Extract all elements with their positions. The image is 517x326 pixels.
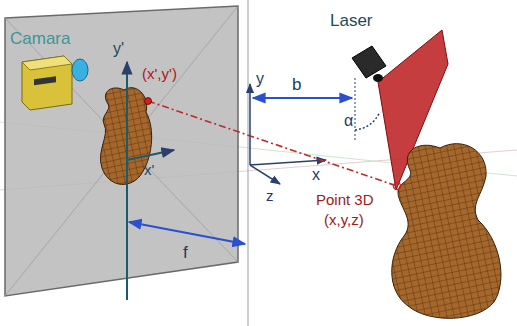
image-plane bbox=[5, 6, 238, 296]
plane-diagonal bbox=[5, 6, 238, 296]
center-line bbox=[248, 0, 249, 326]
axis-label: x' bbox=[144, 162, 154, 179]
axis-label: y bbox=[256, 70, 264, 88]
dimension-label: b bbox=[292, 76, 301, 95]
camera-label: Camara bbox=[10, 30, 70, 49]
axis-label: y' bbox=[113, 40, 124, 58]
y-axis bbox=[249, 84, 251, 165]
point-label: (x',y') bbox=[142, 66, 177, 83]
focal-length-arrow bbox=[129, 222, 245, 244]
x-axis bbox=[250, 160, 326, 165]
baseline-arrow bbox=[253, 97, 352, 99]
world-point bbox=[394, 183, 401, 190]
projection-ray bbox=[148, 101, 397, 186]
tuber bbox=[392, 144, 501, 319]
axis-label: z bbox=[266, 188, 274, 205]
image-point bbox=[145, 98, 152, 105]
axis-label: x bbox=[312, 166, 320, 184]
camera-icon bbox=[22, 56, 88, 110]
point-label: Point 3D bbox=[316, 192, 374, 209]
angle-arc bbox=[355, 112, 380, 130]
x-prime-axis bbox=[127, 150, 174, 160]
plane-diagonal bbox=[5, 18, 238, 262]
dimension-label: f bbox=[183, 244, 188, 263]
laser-icon bbox=[352, 46, 386, 82]
z-axis bbox=[250, 165, 280, 184]
y-prime-axis bbox=[126, 62, 128, 300]
angle-label: α bbox=[344, 112, 353, 130]
point-label: (x,y,z) bbox=[324, 212, 364, 229]
laser-label: Laser bbox=[330, 12, 373, 31]
